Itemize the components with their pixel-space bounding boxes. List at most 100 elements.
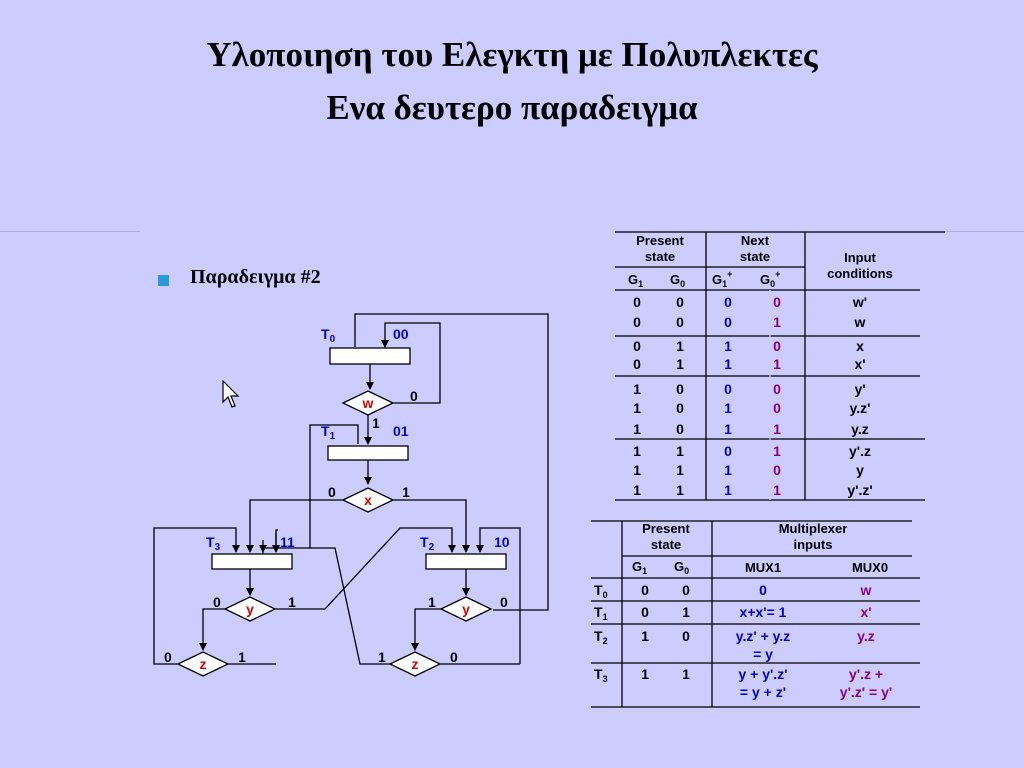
state-row-7-g0: 1 [676, 443, 684, 459]
mux-row-1-g0: 1 [682, 604, 690, 620]
state-box-t0 [329, 347, 411, 365]
mux-row-1-mux1-0: x+x'= 1 [740, 604, 787, 620]
t1-h-input-2: conditions [827, 266, 893, 281]
mux-row-0-g1: 0 [641, 582, 649, 598]
mux-row-3-state: T3 [594, 666, 608, 684]
label-t0: T0 [321, 326, 336, 345]
state-row-8-g1: 1 [633, 462, 641, 478]
mux-row-3-mux0-1: y'.z' = y' [840, 684, 892, 700]
t2-h-present-1: Present [642, 521, 690, 536]
code-t1: 01 [393, 423, 409, 439]
state-row-9-ng1: 1 [724, 482, 732, 498]
decision-y-left-label: y [246, 601, 254, 617]
state-row-4-g1: 1 [633, 381, 641, 397]
mux-row-0-mux0-0: w [860, 582, 872, 598]
w-one: 1 [372, 415, 380, 431]
state-row-3-input: x' [854, 356, 865, 372]
zl-zero: 0 [164, 649, 172, 665]
state-row-7-g1: 1 [633, 443, 641, 459]
state-row-0-g0: 0 [676, 294, 684, 310]
state-row-1-g0: 0 [676, 314, 684, 330]
state-row-3-ng0: 1 [773, 356, 781, 372]
yl-zero: 0 [213, 594, 221, 610]
decision-z-right-label: z [412, 656, 419, 672]
mouse-cursor-icon [222, 380, 240, 408]
state-row-5-g0: 0 [676, 400, 684, 416]
state-row-1-ng0: 1 [773, 314, 781, 330]
state-row-1-g1: 0 [633, 314, 641, 330]
decision-x-label: x [364, 492, 372, 508]
state-row-5-ng0: 0 [773, 400, 781, 416]
mux-row-0-state: T0 [594, 582, 608, 600]
state-row-7-ng0: 1 [773, 443, 781, 459]
mux-table [591, 520, 920, 708]
mux-row-2-mux1-0: y.z' + y.z [736, 628, 791, 644]
mux-row-2-mux0-0: y.z [857, 628, 875, 644]
code-t0: 00 [393, 326, 409, 342]
state-row-1-ng1: 0 [724, 314, 732, 330]
state-row-7-input: y'.z [849, 443, 871, 459]
state-row-8-ng1: 1 [724, 462, 732, 478]
label-t3: T3 [206, 534, 221, 553]
t1-sub-g0: G0 [670, 272, 685, 289]
label-t1: T1 [321, 423, 336, 442]
t1-h-next-1: Next [741, 233, 770, 248]
state-row-9-g1: 1 [633, 482, 641, 498]
state-row-3-g1: 0 [633, 356, 641, 372]
bullet-text: Παραδειγμα #2 [190, 266, 321, 288]
decision-z-left-label: z [200, 656, 207, 672]
t1-sub-ng1: G1+ [712, 269, 732, 289]
state-row-6-input: y.z [851, 421, 869, 437]
state-row-3-ng1: 1 [724, 356, 732, 372]
mux-row-2-g1: 1 [641, 628, 649, 644]
title-line-1: Υλοποιηση του Ελεγκτη με Πολυπλεκτες [206, 35, 818, 74]
t1-h-present-2: state [645, 249, 675, 264]
zl-one: 1 [238, 649, 246, 665]
t2-sub-mux0: MUX0 [852, 560, 888, 575]
yr-zero: 0 [500, 594, 508, 610]
mux-row-3-g0: 1 [682, 666, 690, 682]
mux-row-3-mux1-1: = y + z' [740, 684, 786, 700]
yl-one: 1 [288, 594, 296, 610]
state-row-9-ng0: 1 [773, 482, 781, 498]
mux-row-0-g0: 0 [682, 582, 690, 598]
state-row-3-g0: 1 [676, 356, 684, 372]
x-one: 1 [402, 484, 410, 500]
t1-h-input-1: Input [844, 250, 876, 265]
state-row-6-ng0: 1 [773, 421, 781, 437]
code-t3: 11 [280, 534, 295, 550]
state-row-2-g0: 1 [676, 338, 684, 354]
mux-row-1-state: T1 [594, 604, 608, 622]
t2-sub-mux1: MUX1 [745, 560, 781, 575]
mux-row-3-mux0-0: y'.z + [849, 666, 883, 682]
t1-h-next-2: state [740, 249, 770, 264]
t1-sub-ng0: G0+ [760, 269, 780, 289]
mux-row-1-g1: 0 [641, 604, 649, 620]
mux-row-2-g0: 0 [682, 628, 690, 644]
state-row-6-g1: 1 [633, 421, 641, 437]
state-row-8-ng0: 0 [773, 462, 781, 478]
decision-y-right [439, 596, 493, 622]
state-row-2-ng1: 1 [724, 338, 732, 354]
t2-sub-g1: G1 [632, 559, 647, 576]
t1-h-present-1: Present [636, 233, 684, 248]
state-row-2-ng0: 0 [773, 338, 781, 354]
state-row-9-input: y'.z' [847, 482, 872, 498]
code-t2: 10 [494, 534, 510, 550]
state-row-8-input: y [856, 462, 864, 478]
t2-h-mux-2: inputs [794, 537, 833, 552]
state-row-1-input: w [854, 314, 866, 330]
state-row-2-g1: 0 [633, 338, 641, 354]
t2-sub-g0: G0 [674, 559, 689, 576]
state-row-5-g1: 1 [633, 400, 641, 416]
state-row-4-ng0: 0 [773, 381, 781, 397]
state-row-6-g0: 0 [676, 421, 684, 437]
decision-w-label: w [362, 395, 374, 411]
divider-left [0, 231, 140, 232]
divider-right [945, 231, 1024, 232]
state-row-0-g1: 0 [633, 294, 641, 310]
state-box-t3 [211, 553, 293, 570]
w-zero: 0 [410, 388, 418, 404]
state-row-0-input: w' [852, 294, 867, 310]
state-row-4-ng1: 0 [724, 381, 732, 397]
